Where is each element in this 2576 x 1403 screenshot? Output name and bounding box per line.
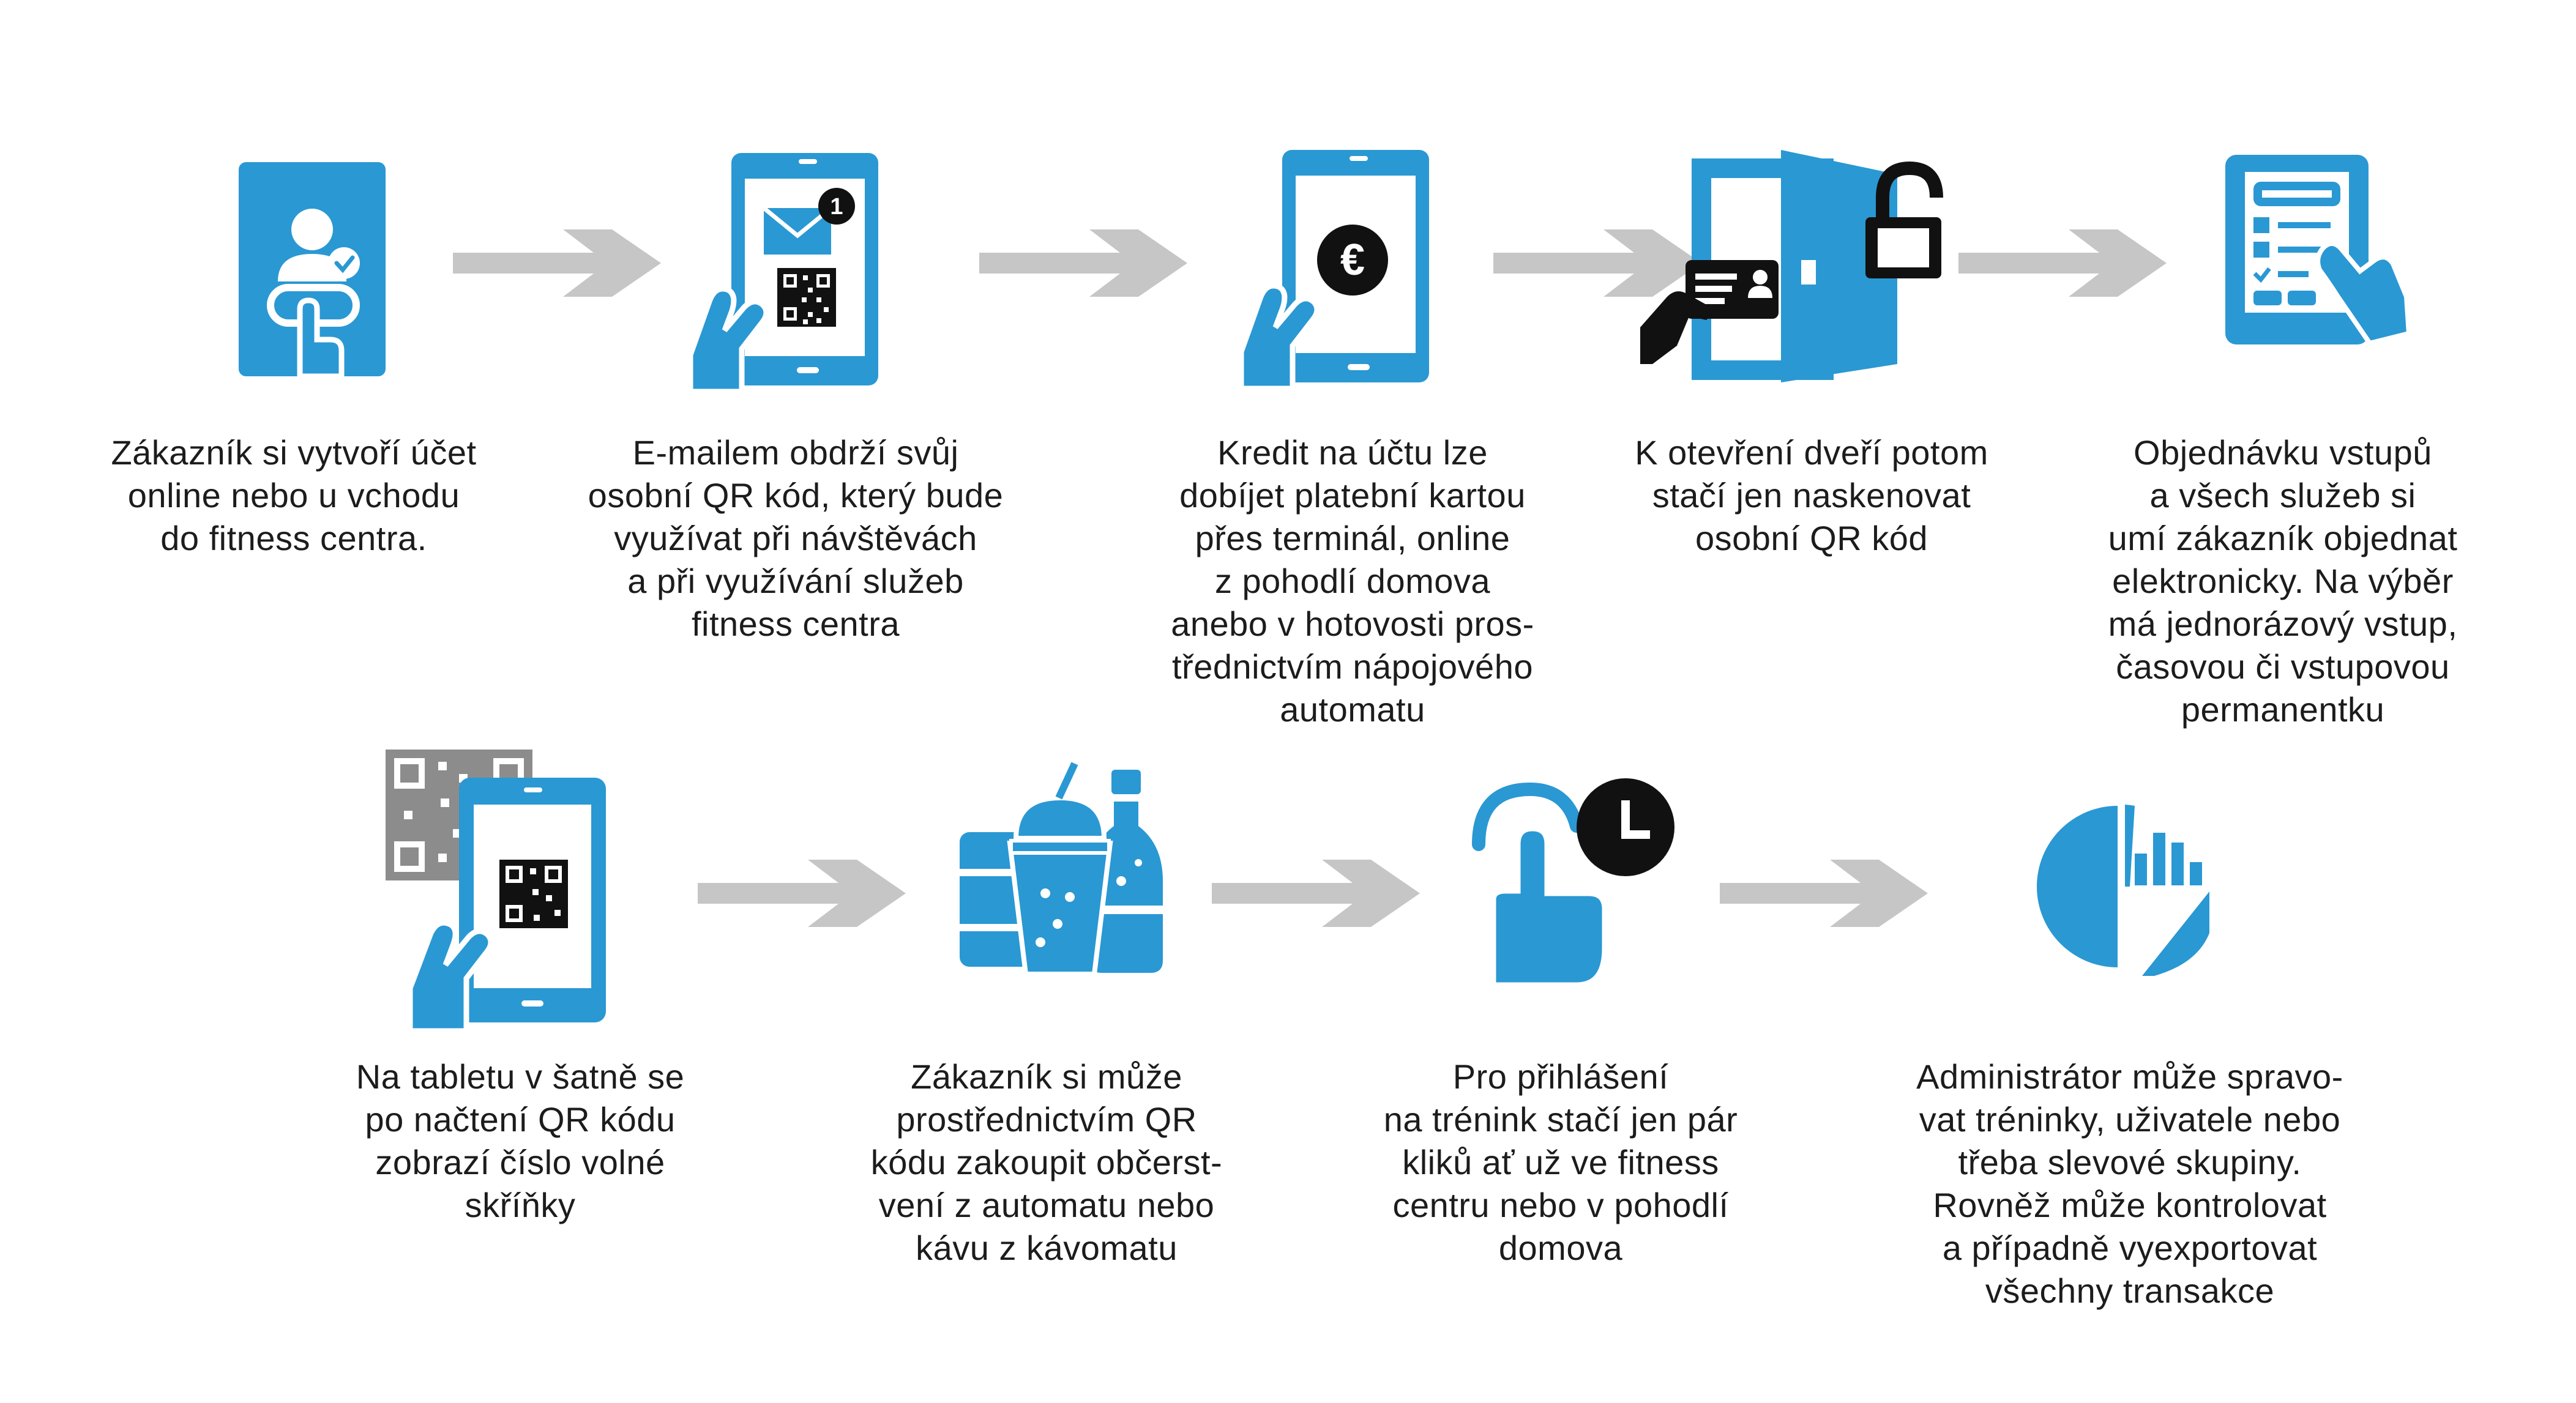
step-9-caption: Administrátor může spravo- vat tréninky,…	[1916, 1057, 2343, 1310]
arrow-icon	[698, 860, 906, 927]
notification-badge: 1	[830, 194, 843, 220]
qr-tablet-icon	[379, 743, 612, 1034]
user-on-phone-icon	[233, 156, 392, 382]
step-2-caption: E-mailem obdrží svůj osobní QR kód, kter…	[588, 433, 1004, 643]
arrow-icon	[1958, 229, 2167, 297]
arrow-icon	[453, 229, 661, 297]
drinks-icon	[955, 759, 1187, 979]
arrow-icon	[1212, 860, 1420, 927]
svg-text:€: €	[1340, 236, 1365, 285]
door-card-icon	[1640, 144, 1952, 389]
arrow-icon	[1720, 860, 1928, 927]
euro-phone-icon: €	[1236, 144, 1444, 392]
step-8-caption: Pro přihlášení na trénink stačí jen pár …	[1383, 1057, 1738, 1267]
pie-bar-chart-icon	[2026, 798, 2222, 982]
step-1-caption: Zákazník si vytvoří účet online nebo u v…	[111, 433, 477, 557]
arrow-icon	[1493, 229, 1701, 297]
step-7-caption: Zákazník si může prostřednictvím QR kódu…	[870, 1057, 1223, 1267]
tap-clock-icon	[1469, 777, 1689, 988]
step-5-caption: Objednávku vstupů a všech služeb si umí …	[2108, 433, 2458, 729]
step-3-caption: Kredit na účtu lze dobíjet platební kart…	[1171, 433, 1534, 729]
arrow-icon	[979, 229, 1187, 297]
step-6-caption: Na tabletu v šatně se po načtení QR kódu…	[356, 1057, 685, 1224]
email-qr-phone-icon: 1	[685, 147, 894, 395]
tablet-order-icon	[2209, 150, 2417, 352]
step-4-caption: K otevření dveří potom stačí jen naskeno…	[1635, 433, 1988, 557]
